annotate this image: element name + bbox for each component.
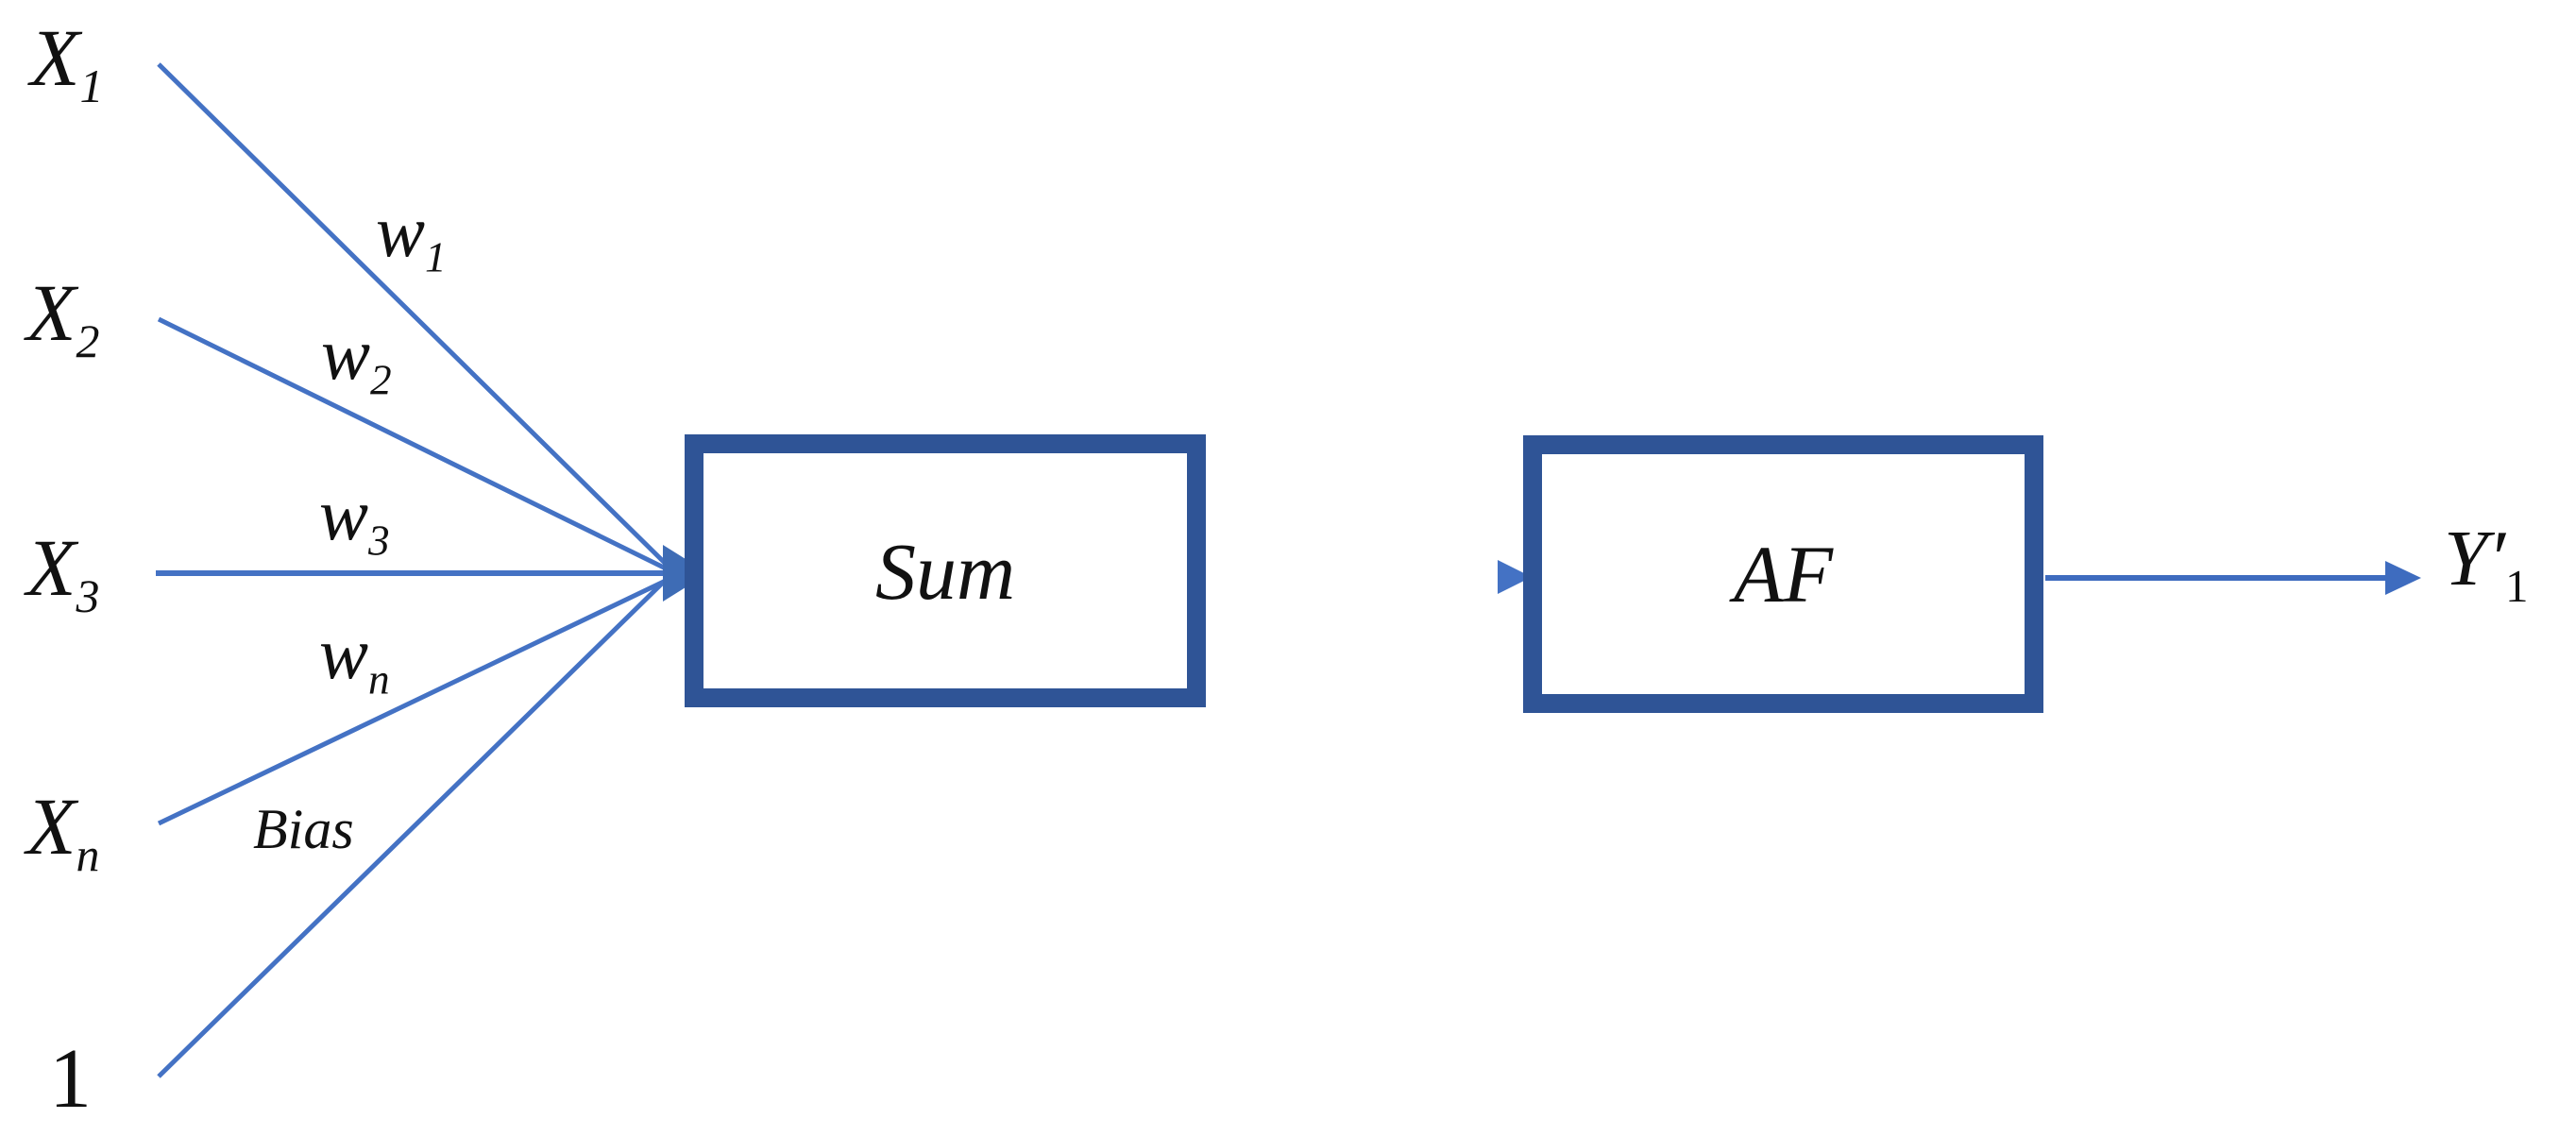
input-x1-base: X: [30, 12, 80, 103]
input-x2-base: X: [26, 267, 76, 358]
weight-label-w3: w3: [319, 478, 390, 563]
input-xn-base: X: [26, 781, 76, 872]
output-y1-sub: 1: [2505, 560, 2529, 612]
weight-wn-sub: n: [368, 655, 390, 704]
input-line-bias: [157, 576, 669, 1078]
input-xn-sub: n: [76, 829, 100, 882]
weight-w1-base: w: [376, 190, 426, 272]
output-label-y1: Y′1: [2444, 519, 2528, 610]
output-arrowhead-icon: [2385, 561, 2421, 595]
sum-block: Sum: [685, 434, 1206, 707]
output-y1-base: Y′: [2444, 515, 2506, 602]
weight-w3-base: w: [319, 473, 369, 555]
input-line-x1: [157, 62, 671, 569]
weight-w1-sub: 1: [425, 233, 447, 281]
input-one-base: 1: [49, 1032, 92, 1126]
input-line-x2: [157, 316, 669, 572]
weight-label-wn: wn: [319, 617, 390, 702]
input-x2-sub: 2: [76, 315, 100, 368]
bias-label: Bias: [253, 801, 354, 857]
bias-label-text: Bias: [253, 798, 354, 860]
input-label-x3: X3: [26, 527, 99, 620]
sum-block-label: Sum: [874, 525, 1016, 617]
input-label-x2: X2: [26, 272, 99, 365]
input-x1-sub: 1: [79, 60, 104, 113]
weight-w2-base: w: [321, 313, 371, 395]
weight-w3-sub: 3: [368, 517, 390, 565]
weight-label-w1: w1: [376, 195, 447, 280]
input-label-bias-one: 1: [49, 1037, 92, 1122]
af-block-label: AF: [1733, 529, 1834, 619]
input-label-x1: X1: [30, 17, 103, 110]
weight-wn-base: w: [319, 612, 369, 694]
activation-function-block: AF: [1523, 435, 2043, 713]
af-input-arrowhead-icon: [1498, 560, 1532, 594]
input-x3-sub: 3: [76, 570, 100, 623]
weight-label-w2: w2: [321, 317, 392, 402]
weight-w2-sub: 2: [370, 356, 392, 404]
input-label-xn: Xn: [26, 786, 99, 879]
input-line-xn: [157, 576, 671, 826]
input-x3-base: X: [26, 522, 76, 613]
